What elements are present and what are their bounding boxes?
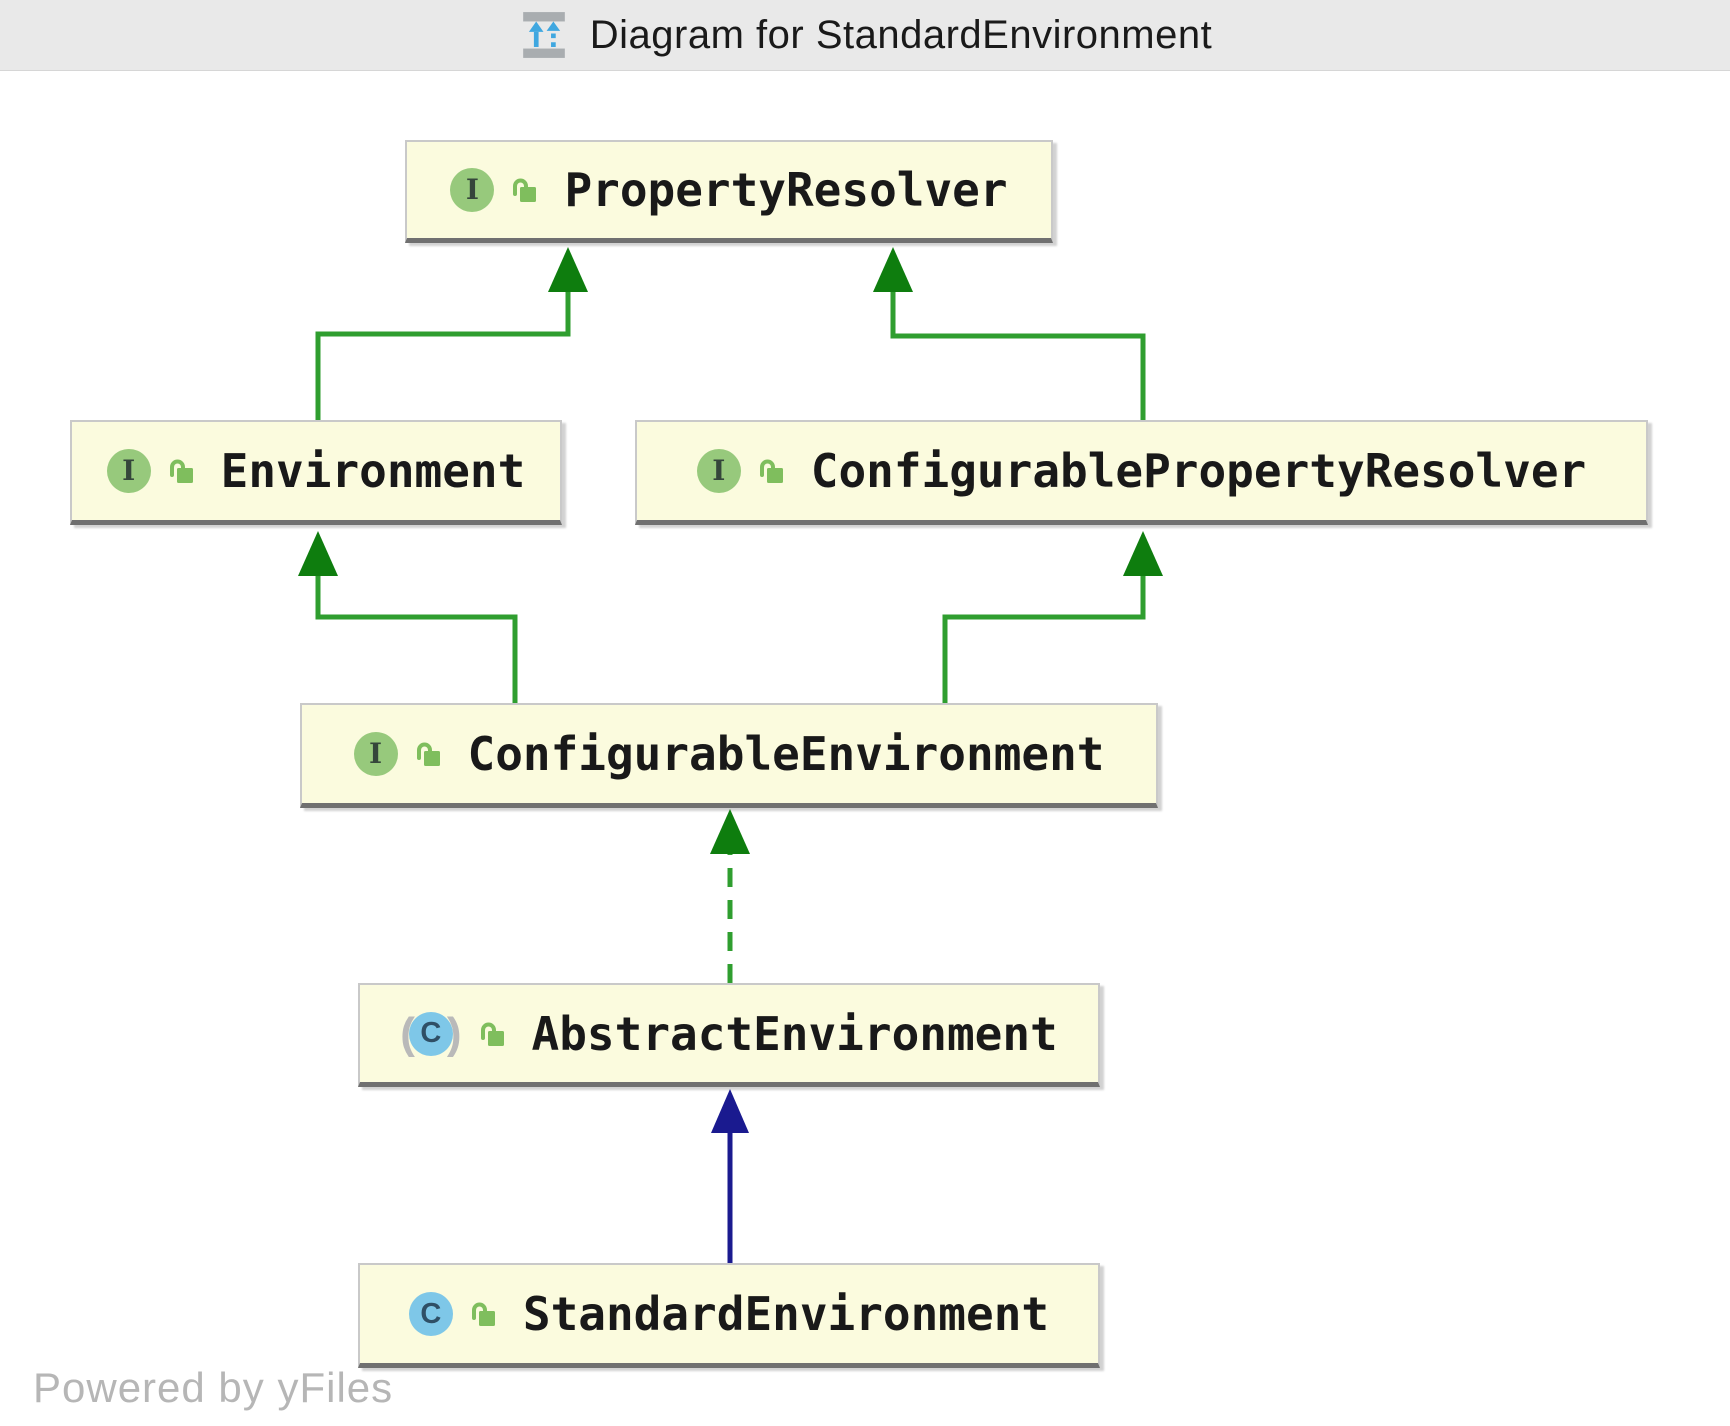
node-label: Environment <box>220 444 526 498</box>
node-label: ConfigurablePropertyResolver <box>810 444 1587 498</box>
interface-icon: I <box>106 449 151 493</box>
edge-configurablepropertyresolver-extends-propertyresolver[interactable] <box>873 247 1146 420</box>
interface-icon: I <box>353 732 398 776</box>
edge-environment-extends-propertyresolver[interactable] <box>315 247 588 420</box>
node-environment[interactable]: I Environment <box>70 420 562 525</box>
node-abstract-environment[interactable]: ( C ) AbstractEnvironment <box>358 983 1100 1087</box>
abstract-class-icon: C <box>408 1011 453 1056</box>
node-configurable-property-resolver[interactable]: I ConfigurablePropertyResolver <box>635 420 1648 525</box>
edge-standardenvironment-extends-abstractenvironment[interactable] <box>711 1089 749 1263</box>
node-configurable-environment[interactable]: I ConfigurableEnvironment <box>300 703 1158 808</box>
edge-abstractenvironment-implements-configurableenvironment[interactable] <box>710 809 750 983</box>
unlocked-icon <box>759 459 783 483</box>
yfiles-watermark: Powered by yFiles <box>33 1364 394 1411</box>
unlocked-icon <box>169 459 193 483</box>
diagram-icon <box>522 12 565 58</box>
node-property-resolver[interactable]: I PropertyResolver <box>405 140 1053 243</box>
node-label: AbstractEnvironment <box>531 1006 1058 1061</box>
node-label: ConfigurableEnvironment <box>467 727 1105 781</box>
page-title: Diagram for StandardEnvironment <box>589 12 1213 57</box>
unlocked-icon <box>416 742 440 766</box>
edge-configurableenvironment-extends-environment[interactable] <box>298 531 518 703</box>
node-label: StandardEnvironment <box>522 1287 1050 1341</box>
node-label: PropertyResolver <box>564 163 1008 217</box>
edge-configurableenvironment-extends-configurablepropertyresolver[interactable] <box>942 531 1163 703</box>
interface-icon: I <box>450 168 495 212</box>
header-bar: Diagram for StandardEnvironment <box>0 0 1730 71</box>
interface-icon: I <box>696 449 741 493</box>
unlocked-icon <box>480 1022 504 1046</box>
unlocked-icon <box>513 178 537 202</box>
class-icon: C <box>408 1292 453 1336</box>
unlocked-icon <box>471 1302 495 1326</box>
node-standard-environment[interactable]: C StandardEnvironment <box>358 1263 1100 1368</box>
abstract-paren-icon: ) <box>446 1008 462 1058</box>
